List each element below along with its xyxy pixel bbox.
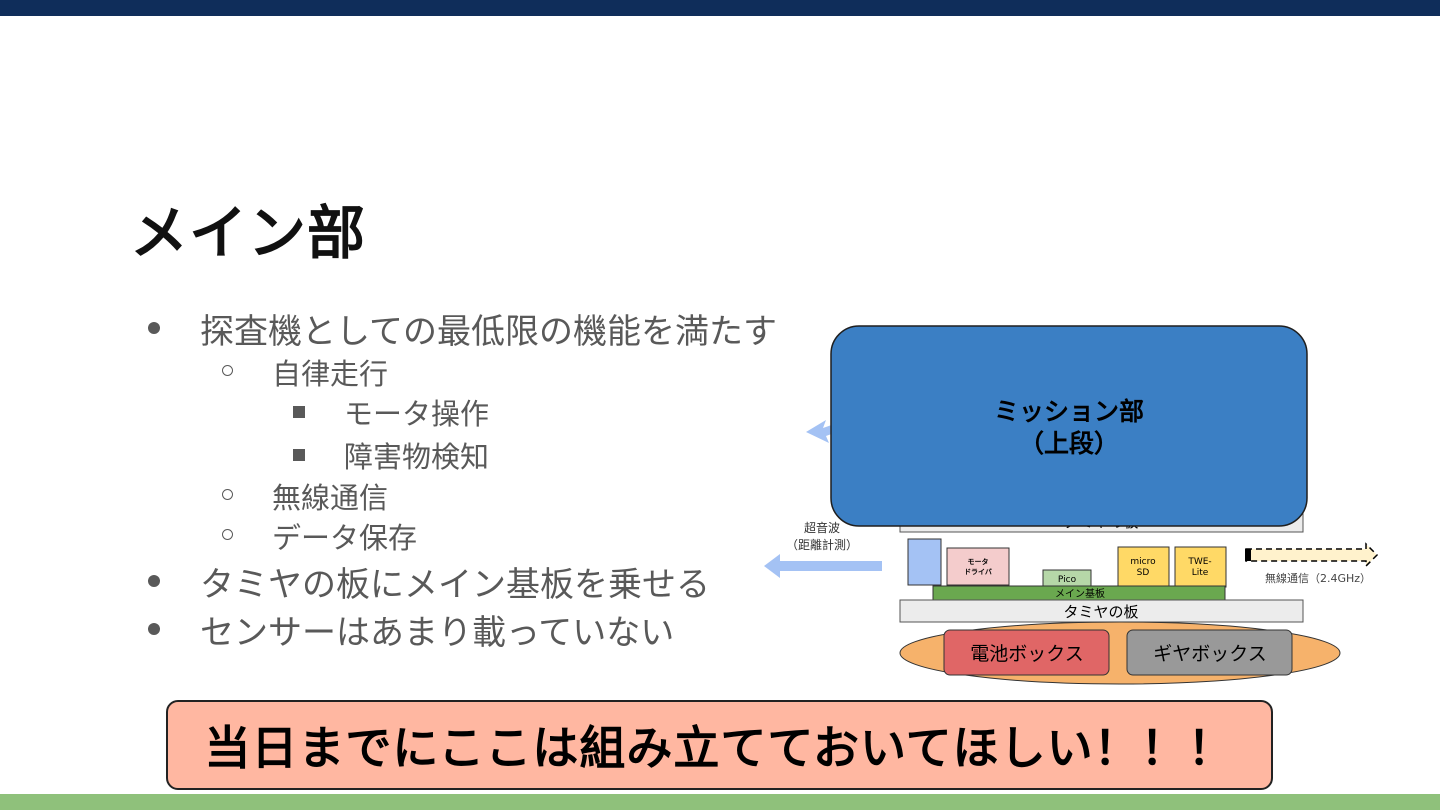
bullet-dot-icon <box>148 322 160 334</box>
gear-box <box>1126 629 1293 676</box>
bullet-text: センサーはあまり載っていない <box>200 613 675 653</box>
bullet-item: 障害物検知 <box>293 434 490 476</box>
microsd-label-line1: micro <box>1130 557 1156 567</box>
bullet-item: 探査機としての最低限の機能を満たす <box>148 304 777 353</box>
bottom-accent-bar <box>0 794 1440 810</box>
mission-label-line2: （上段） <box>1019 429 1119 458</box>
ultrasonic-label-line2: （距離計測） <box>786 537 858 552</box>
bullet-item: センサーはあまり載っていない <box>148 605 675 654</box>
main-board-label: メイン基板 <box>1055 587 1105 600</box>
twelite-label-line1: TWE- <box>1187 557 1211 567</box>
bullet-text: 障害物検知 <box>344 440 490 474</box>
bullet-text: 自律走行 <box>272 357 389 391</box>
bullet-dot-icon <box>148 623 160 635</box>
bullet-text: モータ操作 <box>344 397 490 431</box>
battery-box-label: 電池ボックス <box>970 643 1083 665</box>
twelite-module <box>1174 546 1227 588</box>
bullet-circle-icon <box>222 529 233 540</box>
bullet-text: データ保存 <box>272 521 418 555</box>
mission-label-line1: ミッション部 <box>994 397 1144 426</box>
bullet-item: タミヤの板にメイン基板を乗せる <box>148 557 710 606</box>
bullet-text: 無線通信 <box>272 481 389 515</box>
bullet-square-icon <box>293 406 305 418</box>
gear-box-label: ギヤボックス <box>1153 643 1266 665</box>
slide-title: メイン部 <box>130 199 367 267</box>
bullet-item: 無線通信 <box>222 475 389 517</box>
lower-board-label: タミヤの板 <box>1063 603 1138 621</box>
ultrasonic-label-line1: 超音波 <box>804 520 840 535</box>
bullet-item: モータ操作 <box>293 391 490 433</box>
top-accent-bar <box>0 0 1440 16</box>
bullet-dot-icon <box>148 575 160 587</box>
bullet-circle-icon <box>222 365 233 376</box>
bullet-item: 自律走行 <box>222 351 389 393</box>
wireless-label: 無線通信（2.4GHz） <box>1265 571 1371 585</box>
wireless-arrow-tail <box>1245 549 1251 561</box>
mission-box <box>830 325 1308 527</box>
bullet-item: データ保存 <box>222 515 418 557</box>
callout-text: 当日までにここは組み立てておいてほしい！！！ <box>204 721 1235 775</box>
bullet-text: タミヤの板にメイン基板を乗せる <box>200 565 710 605</box>
ultrasonic-arrow-icon <box>764 554 882 578</box>
bullet-square-icon <box>293 449 305 461</box>
microsd-module <box>1117 546 1170 588</box>
bullet-circle-icon <box>222 489 233 500</box>
motor-driver-label-line1: モータ <box>968 557 989 566</box>
bullet-text: 探査機としての最低限の機能を満たす <box>200 312 777 352</box>
ultrasonic-sensor <box>907 538 942 586</box>
twelite-label-line2: Lite <box>1192 568 1209 578</box>
callout-box: 当日までにここは組み立てておいてほしい！！！ <box>166 700 1273 790</box>
wireless-arrow-icon <box>1245 542 1379 568</box>
microsd-label-line2: SD <box>1137 568 1150 578</box>
motor-driver-label-line2: ドライバ <box>964 568 992 576</box>
pico-label: Pico <box>1058 575 1077 585</box>
battery-box <box>943 629 1110 676</box>
motor-driver <box>946 547 1010 586</box>
